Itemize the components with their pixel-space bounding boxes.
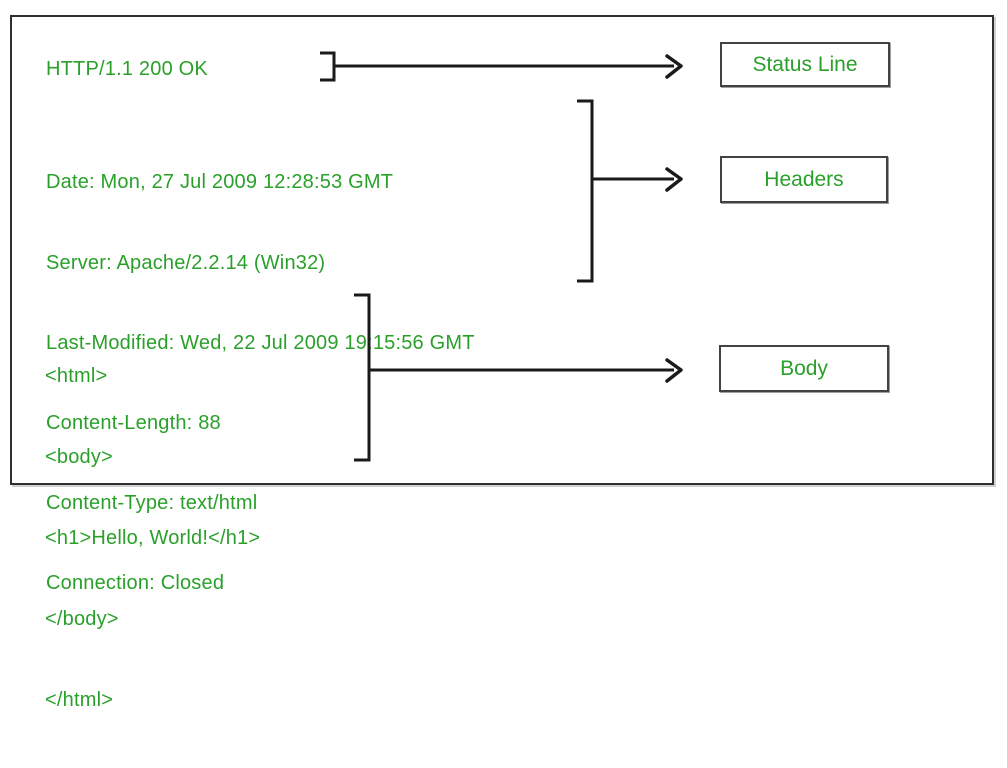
diagram-outer-frame — [10, 15, 994, 485]
header-line: Server: Apache/2.2.14 (Win32) — [46, 251, 326, 274]
body-line: </body> — [45, 608, 119, 630]
body-text-block: <html> <body> <h1>Hello, World!</h1> </b… — [45, 309, 260, 768]
headers-label: Headers — [764, 167, 844, 191]
body-label: Body — [780, 356, 828, 380]
body-line: <h1>Hello, World!</h1> — [45, 527, 261, 549]
header-line: Content-Length: 88 — [46, 411, 221, 434]
header-line: Date: Mon, 27 Jul 2009 12:28:53 GMT — [46, 171, 394, 194]
status-line-text: HTTP/1.1 200 OK — [46, 58, 208, 80]
body-line: <body> — [45, 446, 113, 468]
headers-label-box: Headers — [720, 156, 888, 203]
status-line-label: Status Line — [752, 52, 858, 76]
body-label-box: Body — [719, 345, 889, 392]
body-line: </html> — [45, 689, 114, 711]
status-line-label-box: Status Line — [720, 42, 890, 87]
body-line: <html> — [45, 365, 108, 387]
